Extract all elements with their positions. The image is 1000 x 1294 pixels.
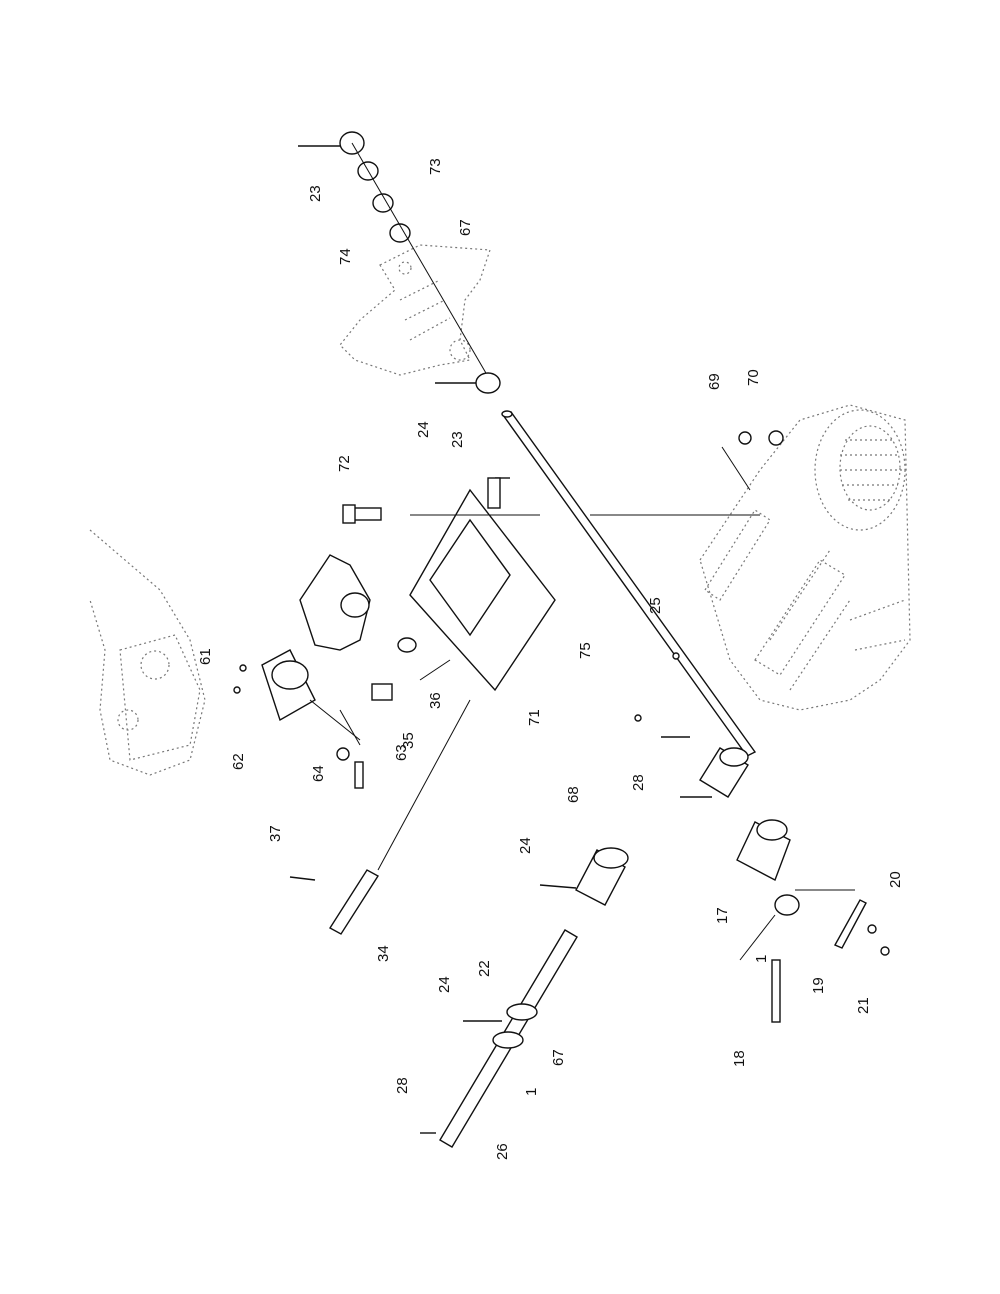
bolt-72: [342, 504, 382, 524]
callout-61: 61: [197, 648, 214, 665]
callout-18: 18: [731, 1050, 748, 1067]
callout-35: 35: [400, 732, 417, 749]
top-bearing-stack: [298, 131, 501, 394]
callout-25: 25: [647, 597, 664, 614]
callout-62: 62: [230, 753, 247, 770]
callout-74: 74: [337, 248, 354, 265]
callout-67: 67: [550, 1049, 567, 1066]
motor-ghost: [699, 404, 911, 711]
callout-1: 1: [523, 1088, 540, 1096]
callout-71: 71: [526, 709, 543, 726]
pivot-62: [233, 554, 371, 722]
callout-63: 63: [393, 744, 410, 761]
lower-shaft-26: [420, 847, 629, 1148]
callout-24: 24: [415, 421, 432, 438]
callout-70: 70: [745, 369, 762, 386]
callout-67: 67: [457, 219, 474, 236]
upper-bracket-ghost: [339, 244, 491, 376]
callout-69: 69: [706, 373, 723, 390]
callout-26: 26: [494, 1143, 511, 1160]
worm-assembly-right: [634, 652, 890, 1023]
callout-34: 34: [375, 945, 392, 962]
callout-68: 68: [565, 786, 582, 803]
bolt-63-64: [336, 747, 364, 789]
callout-36: 36: [427, 692, 444, 709]
callout-75: 75: [577, 642, 594, 659]
callout-1: 1: [753, 955, 770, 963]
shaft-75: [501, 410, 757, 757]
callout-21: 21: [855, 997, 872, 1014]
callout-22: 22: [476, 960, 493, 977]
callout-37: 37: [267, 825, 284, 842]
left-frame-ghost: [89, 529, 206, 776]
callout-72: 72: [336, 455, 353, 472]
nut-69-70: [738, 430, 784, 446]
callout-24: 24: [436, 976, 453, 993]
callout-20: 20: [887, 871, 904, 888]
callout-24: 24: [517, 837, 534, 854]
callout-19: 19: [810, 977, 827, 994]
callout-23: 23: [449, 431, 466, 448]
callout-23: 23: [307, 185, 324, 202]
mount-plate-71: [409, 477, 556, 692]
washer-36: [371, 637, 417, 701]
pin-34: [289, 699, 471, 935]
callout-17: 17: [714, 907, 731, 924]
callout-73: 73: [427, 158, 444, 175]
callout-28: 28: [394, 1077, 411, 1094]
callout-labels: 23 73 74 67 70 69 24 23 72 61 62 64 63 3…: [197, 158, 904, 1160]
leaders: [309, 446, 760, 746]
callout-28: 28: [630, 774, 647, 791]
callout-64: 64: [310, 765, 327, 782]
